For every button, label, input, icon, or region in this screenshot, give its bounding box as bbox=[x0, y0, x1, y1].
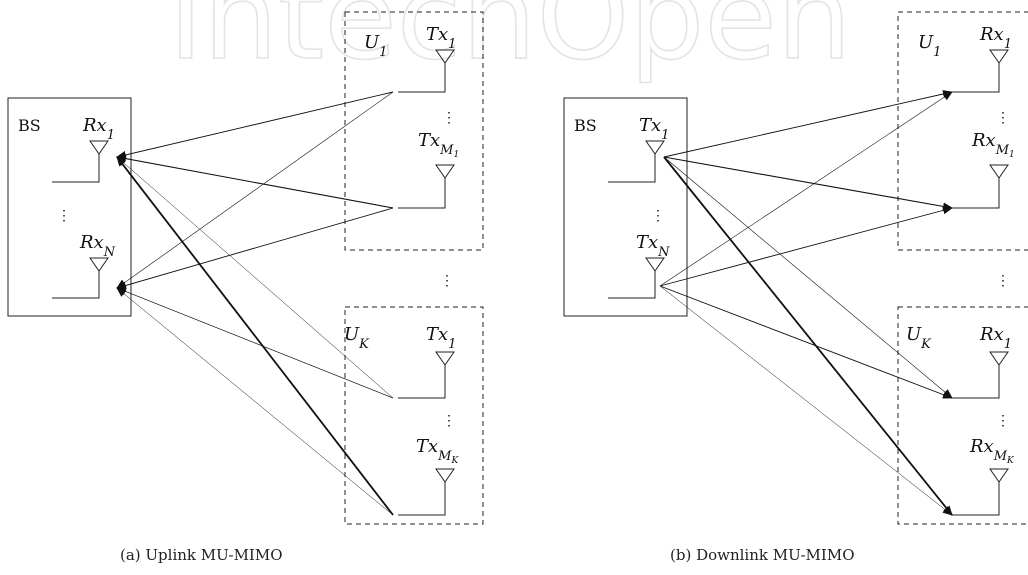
antenna-icon bbox=[435, 468, 455, 483]
antenna-icon bbox=[989, 164, 1009, 179]
userK-label: UK bbox=[906, 324, 932, 352]
link-arrow bbox=[659, 285, 953, 516]
antenna-icon bbox=[435, 49, 455, 64]
bs-box bbox=[7, 97, 132, 317]
link-arrow bbox=[659, 206, 953, 287]
antenna-icon bbox=[435, 351, 455, 366]
link-arrow bbox=[116, 287, 394, 399]
antenna-feed bbox=[52, 154, 100, 183]
antenna-feed bbox=[398, 365, 446, 399]
userK-vdots: ⋮ bbox=[442, 413, 456, 429]
antenna-icon bbox=[989, 49, 1009, 64]
user1-antM-label: TxM1 bbox=[418, 130, 459, 160]
bs-ant1-label: Rx1 bbox=[82, 115, 115, 143]
caption-uplink: (a) Uplink MU-MIMO bbox=[120, 546, 283, 564]
user1-antM-label: RxM1 bbox=[971, 130, 1015, 160]
userK-ant1-label: Rx1 bbox=[979, 324, 1012, 352]
bs-antN-label: RxN bbox=[79, 232, 116, 260]
link-arrow bbox=[663, 90, 953, 158]
bs-vdots: ⋮ bbox=[651, 208, 665, 224]
antenna-icon bbox=[989, 468, 1009, 483]
userK-ant1-label: Tx1 bbox=[426, 324, 456, 352]
antenna-feed bbox=[952, 63, 1000, 93]
user1-label: U1 bbox=[918, 32, 941, 60]
downlink-links bbox=[659, 90, 953, 516]
antenna-icon bbox=[645, 140, 665, 155]
user1-vdots: ⋮ bbox=[442, 110, 456, 126]
users-vdots: ⋮ bbox=[440, 273, 454, 289]
user1-vdots: ⋮ bbox=[996, 110, 1010, 126]
antenna-feed bbox=[52, 271, 100, 299]
userK-box bbox=[897, 306, 1028, 525]
userK-box bbox=[344, 306, 484, 525]
link-arrow bbox=[659, 91, 953, 287]
antenna-feed bbox=[952, 365, 1000, 399]
bs-box bbox=[563, 97, 688, 317]
link-arrow bbox=[116, 91, 394, 289]
userK-label: UK bbox=[344, 324, 370, 352]
bs-antN-label: TxN bbox=[636, 232, 670, 260]
antenna-icon bbox=[435, 164, 455, 179]
link-arrow bbox=[116, 156, 394, 516]
antenna-icon bbox=[989, 351, 1009, 366]
antenna-icon bbox=[89, 140, 109, 155]
link-arrow bbox=[116, 207, 394, 290]
userK-antM-label: TxMK bbox=[416, 436, 459, 466]
user1-label: U1 bbox=[364, 32, 387, 60]
user1-ant1-label: Rx1 bbox=[979, 24, 1012, 52]
antenna-feed bbox=[952, 482, 1000, 516]
bs-ant1-label: Tx1 bbox=[639, 115, 669, 143]
users-vdots: ⋮ bbox=[996, 273, 1010, 289]
uplink-links bbox=[116, 91, 394, 516]
panel-downlink: BS Tx1 ⋮ TxN U1 Rx1 ⋮ RxM1 ⋮ UK Rx1 ⋮ Rx… bbox=[563, 11, 1028, 564]
antenna-feed bbox=[608, 271, 656, 299]
userK-vdots: ⋮ bbox=[996, 413, 1010, 429]
panel-uplink: BS Rx1 ⋮ RxN U1 Tx1 ⋮ TxM1 ⋮ UK Tx1 ⋮ Tx… bbox=[7, 11, 484, 564]
link-arrow bbox=[663, 156, 953, 399]
bs-label: BS bbox=[574, 116, 597, 135]
watermark-logo: IntechOpen bbox=[168, 0, 851, 86]
link-arrow bbox=[663, 156, 953, 211]
user1-box bbox=[344, 11, 484, 251]
caption-downlink: (b) Downlink MU-MIMO bbox=[670, 546, 855, 564]
antenna-feed bbox=[952, 178, 1000, 209]
userK-antM-label: RxMK bbox=[969, 436, 1015, 466]
bs-vdots: ⋮ bbox=[57, 208, 71, 224]
link-arrow bbox=[116, 156, 394, 399]
user1-ant1-label: Tx1 bbox=[426, 24, 456, 52]
antenna-icon bbox=[89, 257, 109, 272]
antenna-feed bbox=[398, 63, 446, 93]
antenna-feed bbox=[398, 482, 446, 516]
link-arrow bbox=[659, 285, 953, 399]
antenna-feed bbox=[608, 154, 656, 183]
bs-label: BS bbox=[18, 116, 41, 135]
link-arrow bbox=[116, 287, 394, 516]
antenna-icon bbox=[645, 257, 665, 272]
link-arrow bbox=[663, 156, 953, 516]
link-arrow bbox=[116, 91, 394, 159]
link-arrow bbox=[116, 154, 394, 209]
antenna-feed bbox=[398, 178, 446, 209]
